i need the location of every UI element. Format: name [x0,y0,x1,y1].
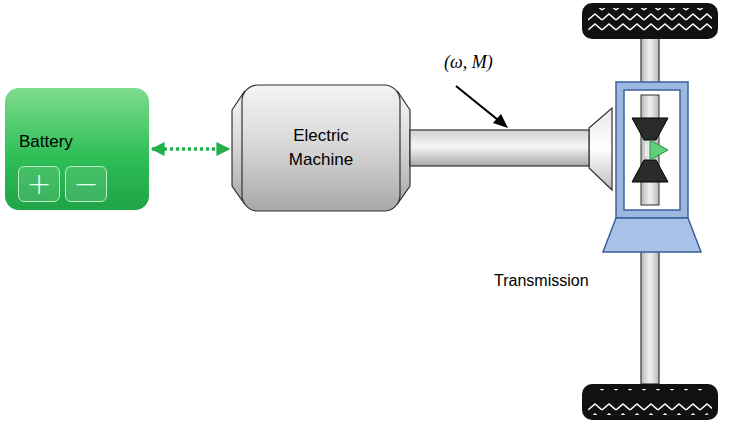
transmission: Transmission [589,50,701,255]
drive-shaft [410,130,589,166]
signal-label: (ω, M) [444,52,493,73]
negative-terminal: − [65,166,107,202]
node-label: Electric Machine [266,124,376,172]
node-label: − [73,169,98,199]
electric-machine: Electric Machine [232,85,410,211]
node-label: Battery [19,132,73,152]
power-flow-arrow [152,149,229,150]
node-label: + [26,169,51,199]
battery-box: Battery +− [5,88,149,210]
positive-terminal: + [18,166,60,202]
node-label: Transmission [494,272,589,290]
